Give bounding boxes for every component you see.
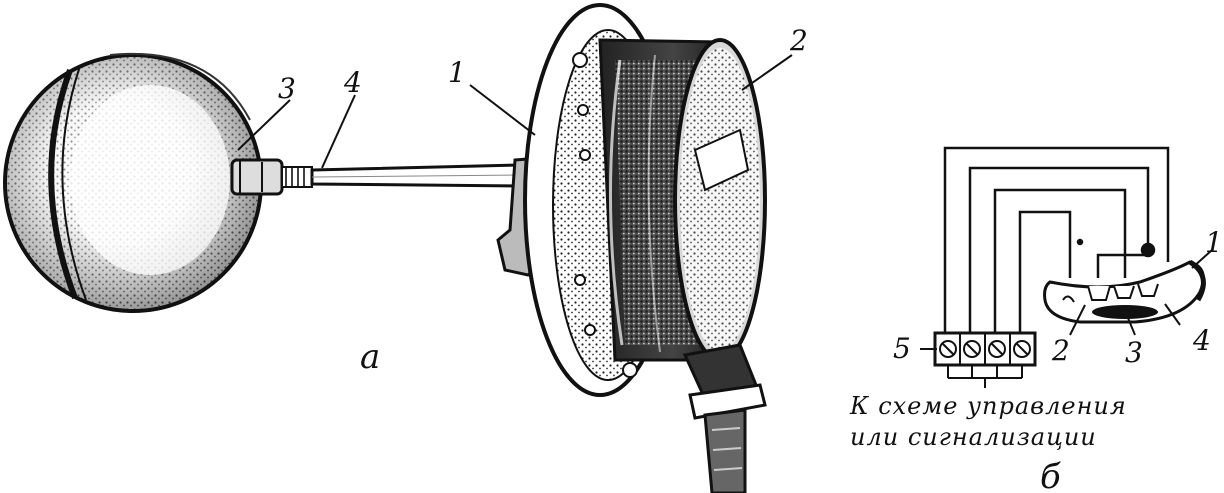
part-a-label: а [360,337,380,377]
callout-2-b: 2 [1051,334,1070,367]
caption-line-2: или сигнализации [850,423,1097,451]
terminal-block [933,331,1037,388]
cable-gland [682,343,767,493]
callout-4-b: 4 [1192,324,1211,357]
part-b-schematic: 1 2 3 4 5 К схеме управления или сигнали… [849,146,1223,493]
switch-housing [523,3,767,397]
wiring [943,146,1170,338]
callout-5-b: 5 [893,332,911,365]
float-ball [3,52,263,313]
mercury-pool [1092,305,1158,319]
part-a-drawing: 3 4 1 2 а [3,3,808,493]
callout-3-b: 3 [1125,336,1143,369]
part-b-label: б [1040,457,1061,493]
part-b-leaders [920,249,1213,350]
callout-1-b: 1 [1205,226,1223,259]
caption-line-1: К схеме управления [849,392,1127,420]
callout-3-a: 3 [278,72,296,105]
callout-2-a: 2 [789,24,808,57]
callout-1-a: 1 [448,56,466,89]
float-rod [230,158,522,196]
callout-4-a: 4 [343,66,362,99]
part-a-leaders [237,54,793,169]
